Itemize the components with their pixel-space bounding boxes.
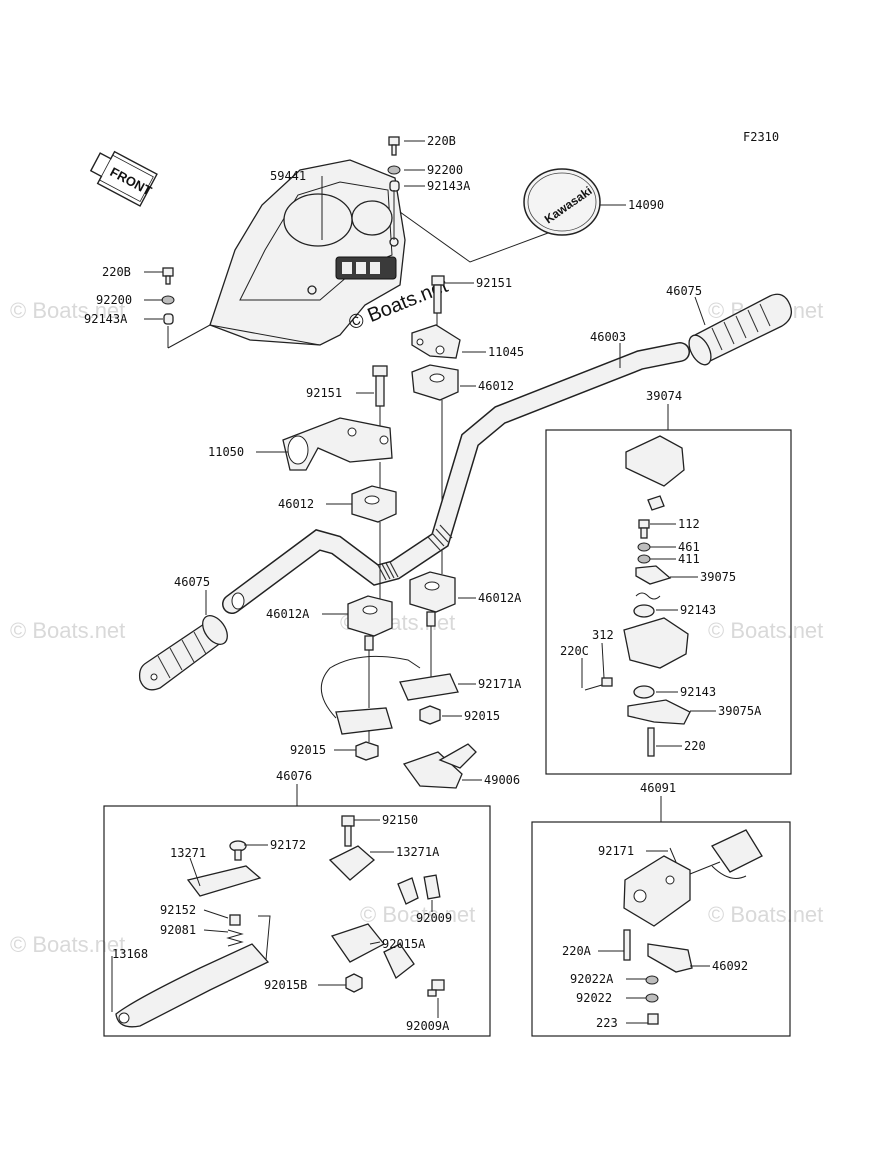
bracket-11050 [282,417,393,490]
part-label: 92009 [416,911,452,925]
nut-92015-right [419,705,441,725]
part-label: 13271 [170,846,206,860]
part-label: 92081 [160,923,196,937]
part-label: 46003 [590,330,626,344]
part-label: 92171A [478,677,522,691]
part-label: 49006 [484,773,520,787]
part-label: 39075A [718,704,762,718]
meter-cover [209,159,406,346]
watermark: © Boats.net [10,932,125,957]
part-label: 92151 [306,386,342,400]
part-label: 59441 [270,169,306,183]
part-label: 92143 [680,685,716,699]
watermark: © Boats.net [360,902,475,927]
bracket-92171A [320,655,459,742]
part-label: 13271A [396,845,440,859]
bolt-92151-mid [372,365,388,430]
part-label: 46075 [174,575,210,589]
part-label: 92152 [160,903,196,917]
part-label: 312 [592,628,614,642]
part-label: 46012 [478,379,514,393]
part-label: 92200 [96,293,132,307]
part-label: 46091 [640,781,676,795]
clutch-lever-parts [111,815,445,1028]
holder-46012-mid [351,485,397,600]
switch-housing-parts [623,829,763,1025]
part-label: 46076 [276,769,312,783]
kawasaki-emblem: Kawasaki [523,168,601,236]
throttle-case-parts [584,435,691,757]
holder-46012A-left [347,595,393,708]
part-label: 220C [560,644,589,658]
part-label: 92171 [598,844,634,858]
front-arrow-icon: FRONT [89,150,158,207]
bolt-92151-top [431,275,445,330]
part-label: 92015A [382,937,426,951]
part-label: 46012A [478,591,522,605]
part-label: 92015B [264,978,307,992]
part-label: 92143A [84,312,128,326]
part-label: 13168 [112,947,148,961]
part-label: 223 [596,1016,618,1030]
part-label: 11050 [208,445,244,459]
part-label: 92200 [427,163,463,177]
part-label: 11045 [488,345,524,359]
part-label: 92022 [576,991,612,1005]
part-label: 92143 [680,603,716,617]
part-label: 220B [427,134,456,148]
part-label: 92022A [570,972,614,986]
part-label: 39074 [646,389,682,403]
part-label: 92009A [406,1019,450,1033]
part-label: 46075 [666,284,702,298]
meter-hardware-left [161,267,211,349]
part-label: 46012A [266,607,310,621]
watermarks: © Boats.net © Boats.net © Boats.net © Bo… [10,298,823,957]
switch-49006 [402,743,477,789]
part-label: 461 [678,540,700,554]
watermark: © Boats.net [10,618,125,643]
part-label: 92143A [427,179,471,193]
handlebar-46003 [222,342,690,614]
part-label: 14090 [628,198,664,212]
part-label: 46092 [712,959,748,973]
part-label: 92015 [290,743,326,757]
part-labels: 220B 92200 92143A 59441 14090 220B 92200… [84,134,762,1033]
bracket-11045 [411,324,461,359]
watermark: © Boats.net [708,902,823,927]
part-label: 92150 [382,813,418,827]
part-label: 220 [684,739,706,753]
part-label: 92151 [476,276,512,290]
part-label: 220A [562,944,592,958]
grip-46075-left [138,615,228,691]
part-label: 46012 [278,497,314,511]
part-label: 220B [102,265,131,279]
grip-46075-right [688,293,793,366]
part-label: 39075 [700,570,736,584]
part-label: 411 [678,552,700,566]
leader-lines [111,140,716,1024]
part-label: 112 [678,517,700,531]
part-label: 92015 [464,709,500,723]
watermark: © Boats.net [10,298,125,323]
figure-id: F2310 [743,130,779,144]
nut-92015-left [355,741,379,761]
holder-46012A-right [409,571,456,680]
watermark: © Boats.net [708,618,823,643]
part-label: 92172 [270,838,306,852]
meter-hardware-top [387,136,401,240]
